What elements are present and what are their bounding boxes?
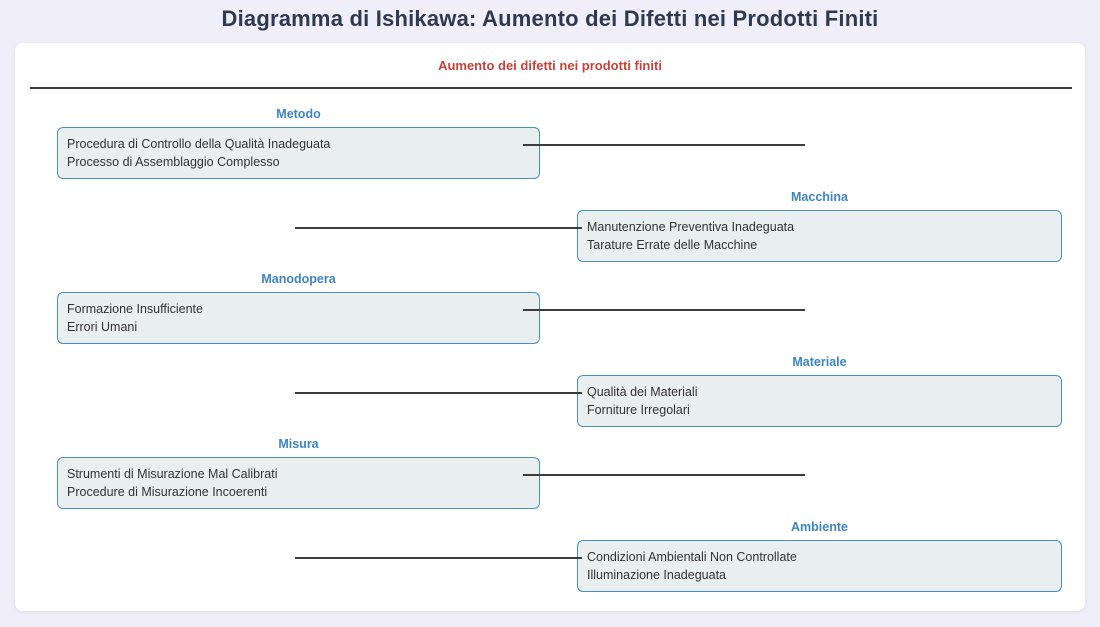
branch-connector-line: [523, 309, 805, 312]
cause-item: Procedura di Controllo della Qualità Ina…: [67, 137, 331, 151]
spine-line: [30, 87, 1072, 89]
cause-item: Forniture Irregolari: [587, 402, 690, 417]
ishikawa-diagram-card: Aumento dei difetti nei prodotti finiti …: [15, 43, 1085, 611]
cause-item: Manutenzione Preventiva Inadeguata: [587, 219, 795, 234]
problem-statement: Aumento dei difetti nei prodotti finiti: [438, 58, 662, 73]
category-label: Ambiente: [791, 520, 848, 534]
category-label: Misura: [278, 437, 319, 452]
branch-connector-line: [295, 557, 582, 559]
category-label: Metodo: [276, 107, 321, 121]
cause-item: Illuminazione Inadeguata: [587, 568, 726, 582]
cause-item: Errori Umani: [67, 320, 138, 335]
cause-item: Qualità dei Materiali: [587, 384, 698, 399]
cause-box: Procedura di Controllo della Qualità Ina…: [57, 127, 540, 179]
category-label: Macchina: [791, 189, 848, 204]
page: Diagramma di Ishikawa: Aumento dei Difet…: [0, 6, 1100, 611]
cause-item: Processo di Assemblaggio Complesso: [67, 155, 280, 169]
branch-connector-line: [523, 144, 805, 146]
page-title: Diagramma di Ishikawa: Aumento dei Difet…: [221, 6, 879, 31]
cause-item: Condizioni Ambientali Non Controllate: [587, 550, 797, 564]
cause-item: Formazione Insufficiente: [67, 302, 203, 317]
branch-connector-line: [295, 391, 582, 394]
cause-item: Strumenti di Misurazione Mal Calibrati: [67, 467, 278, 482]
cause-item: Tarature Errate delle Macchine: [587, 237, 758, 252]
branch-connector-line: [523, 474, 805, 477]
cause-item: Procedure di Misurazione Incoerenti: [67, 485, 268, 500]
category-label: Manodopera: [261, 272, 336, 287]
branch-connector-line: [295, 226, 582, 229]
category-label: Materiale: [792, 354, 847, 369]
